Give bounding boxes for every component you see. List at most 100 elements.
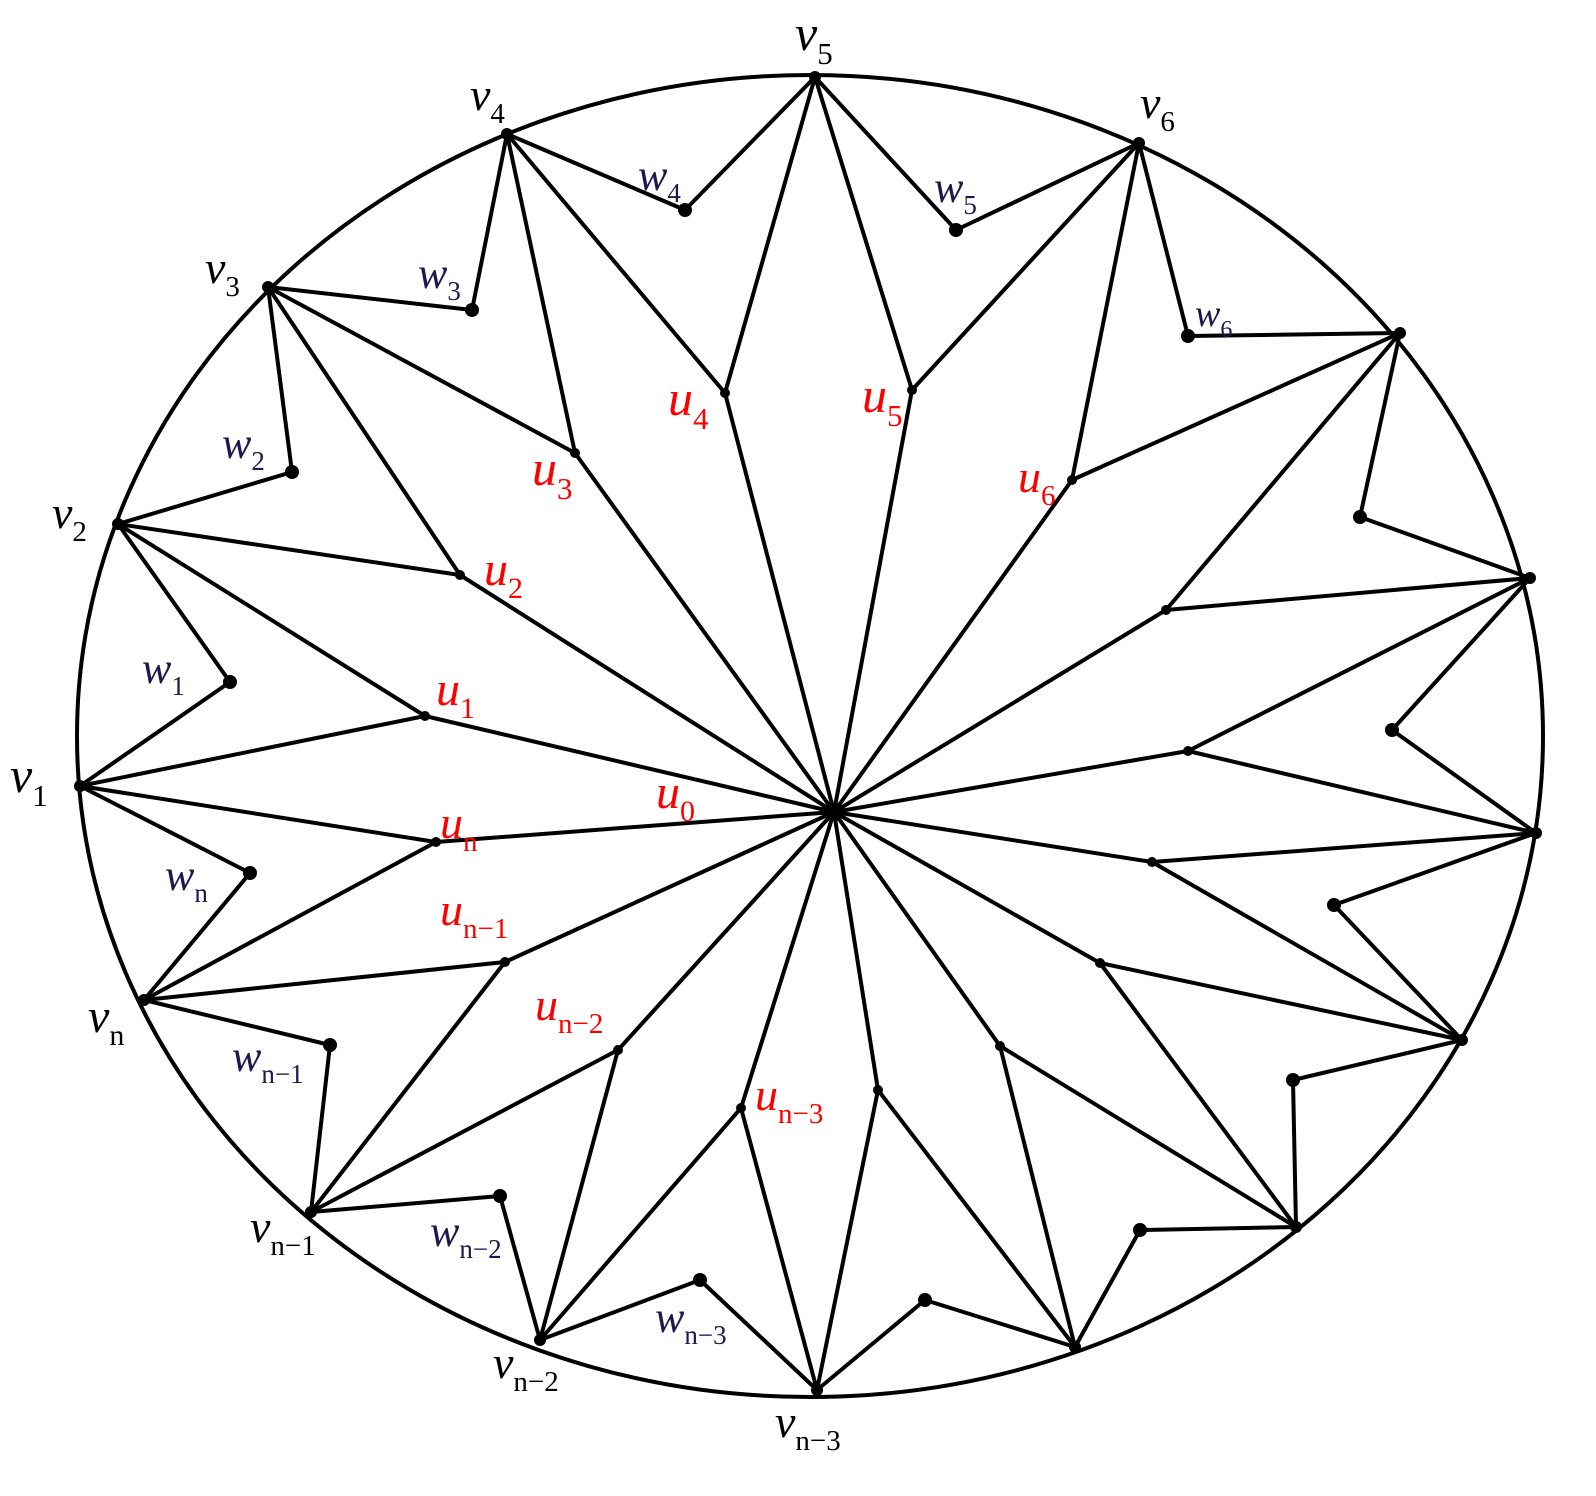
label-u4: u4 [668, 370, 709, 436]
label-un2: un−2 [535, 979, 603, 1040]
graph-edge [998, 1044, 1298, 1229]
label-w5: w5 [934, 163, 977, 220]
vertex-w [1353, 510, 1367, 524]
vertex-v [262, 281, 274, 293]
label-v1: v1 [10, 747, 48, 813]
graph-edge [78, 784, 252, 875]
vertex-v [1530, 827, 1542, 839]
graph-edge [1164, 331, 1402, 612]
graph-edge [266, 285, 294, 474]
graph-edge [78, 680, 232, 788]
graph-edge [434, 810, 836, 844]
graph-edge [116, 522, 427, 718]
vertex-u [613, 1045, 623, 1055]
vertex-w [949, 223, 963, 237]
graph-edge [739, 1106, 819, 1392]
graph-edge [832, 810, 1154, 864]
label-wn1: wn−1 [232, 1032, 304, 1089]
graph-edge [723, 391, 836, 814]
vertex-v [809, 71, 821, 83]
graph-edge [923, 1298, 1077, 1349]
vertex-w [918, 1293, 932, 1307]
label-u1: u1 [436, 663, 475, 725]
edge-layer [78, 75, 1538, 1392]
vertex-w [223, 675, 237, 689]
label-un1: un−1 [440, 884, 508, 945]
vertex-v [1069, 1341, 1081, 1353]
graph-edge [116, 522, 232, 684]
graph-edge [498, 1194, 542, 1342]
label-w3: w3 [418, 249, 461, 306]
label-u5: u5 [862, 367, 903, 433]
label-vn: vn [88, 990, 124, 1052]
graph-edge [1332, 903, 1464, 1042]
graph-edge [815, 1298, 927, 1392]
vertex-u [1147, 857, 1157, 867]
label-w4: w4 [638, 151, 681, 208]
vertex-w [1286, 1073, 1300, 1087]
vertex-w [1385, 723, 1399, 737]
graph-edge [616, 810, 836, 1052]
graph-edge [309, 960, 507, 1214]
vertex-u [736, 1103, 746, 1113]
graph-edge [1291, 1038, 1464, 1082]
vertex-layer [74, 71, 1542, 1396]
graph-edge [1186, 331, 1402, 338]
graph-edge [723, 75, 817, 395]
graph-edge [309, 1048, 620, 1214]
graph-edge [739, 810, 836, 1110]
vertex-v [501, 128, 513, 140]
graph-edge [998, 1044, 1077, 1349]
graph-edge [1186, 576, 1532, 753]
graph-edge [832, 388, 914, 814]
label-un: un [440, 797, 478, 858]
vertex-u [420, 711, 430, 721]
outer-cycle [75, 73, 1545, 1399]
vertex-u [995, 1041, 1005, 1051]
graph-edge [309, 1043, 332, 1214]
vertex-v [305, 1206, 317, 1218]
graph-edge [832, 810, 1002, 1048]
vertex-u [1183, 746, 1193, 756]
graph-edge [266, 285, 577, 455]
graph-edge [815, 1088, 880, 1392]
graph-edge [1138, 1225, 1298, 1232]
graph-edge [266, 285, 462, 577]
graph-edge [1390, 576, 1532, 732]
vertex-u [873, 1085, 883, 1095]
label-w2: w2 [222, 419, 265, 476]
vertex-w [323, 1038, 337, 1052]
graph-edge [503, 810, 836, 964]
vertex-v [811, 1384, 823, 1396]
vertex-w [678, 203, 692, 217]
graph-edge [954, 141, 1141, 232]
vertex-v [1524, 572, 1536, 584]
vertex-v [112, 518, 124, 530]
graph-edge [573, 451, 836, 814]
graph-edge [78, 784, 438, 844]
label-v5: v5 [795, 5, 833, 71]
graph-edge [470, 132, 509, 312]
label-u2: u2 [484, 543, 523, 605]
graph-edge [1164, 576, 1532, 612]
label-v3: v3 [205, 242, 240, 303]
graph-edge [832, 749, 1190, 814]
label-v6: v6 [1140, 77, 1175, 138]
graph-edge [458, 573, 836, 814]
graph-edge [1291, 1078, 1298, 1229]
vertex-w [493, 1189, 507, 1203]
vertex-w [1327, 898, 1341, 912]
label-wn3: wn−3 [655, 1293, 727, 1350]
graph-edge [1332, 831, 1538, 907]
vertex-v [1394, 327, 1406, 339]
graph-edge [832, 810, 880, 1092]
label-vn3: vn−3 [775, 1396, 841, 1457]
graph-edge [309, 1194, 502, 1214]
vertex-w [243, 866, 257, 880]
label-vn2: vn−2 [493, 1337, 559, 1398]
vertex-u [1095, 958, 1105, 968]
label-w1: w1 [142, 644, 185, 701]
graph-edge [142, 960, 507, 1002]
vertex-u [455, 570, 465, 580]
